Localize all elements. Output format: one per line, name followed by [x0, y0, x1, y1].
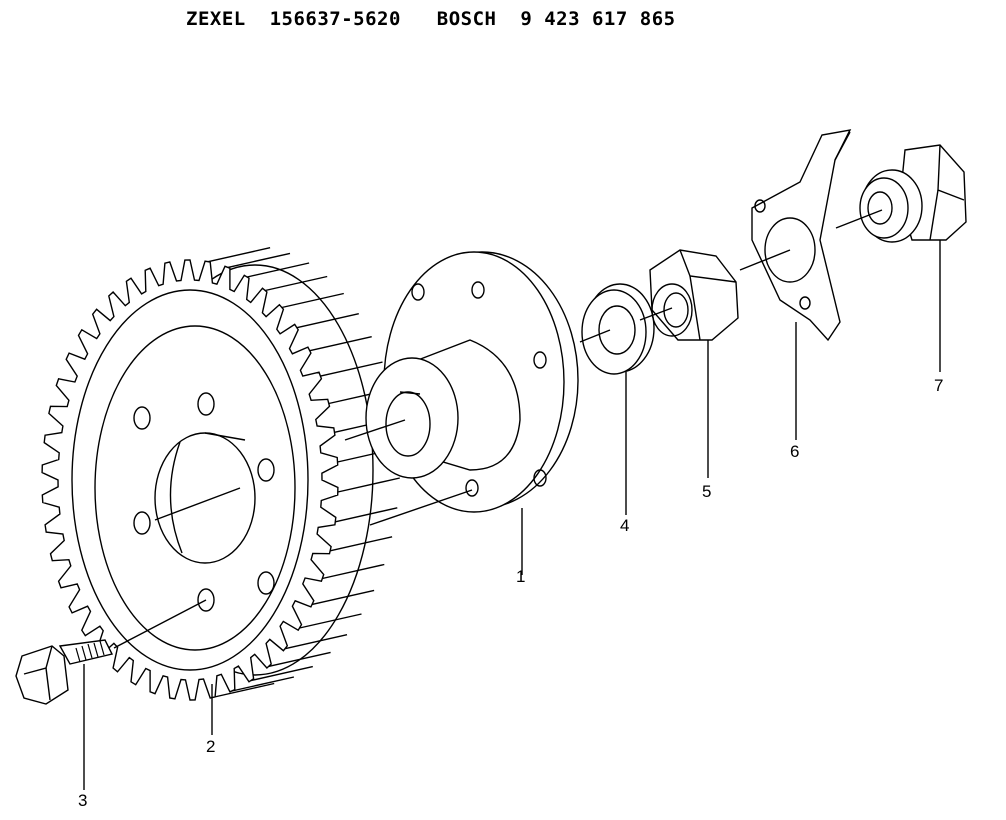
hub-flange-icon: [365, 251, 579, 513]
brand-zexel: ZEXEL: [186, 8, 246, 30]
gear-tooth-flank: [250, 665, 313, 682]
hex-nut-icon: [649, 249, 739, 341]
gear-tooth-flank: [207, 247, 271, 263]
gear-tooth-flank: [246, 262, 310, 278]
callout-labels: 1 2 3 4 5 6 7: [78, 376, 943, 810]
brand-bosch: BOSCH: [436, 8, 497, 30]
gear-tooth-flank: [309, 336, 372, 352]
gear-tooth-flank: [227, 252, 291, 269]
gear-tooth-flank: [265, 275, 328, 292]
gear-tooth-flank: [337, 477, 400, 493]
gear-tooth-flank: [322, 563, 385, 580]
assembly-centerlines: [113, 209, 883, 649]
callout-1: 1: [516, 567, 525, 586]
bolt-icon: [15, 639, 114, 705]
drawing-title: ZEXEL 156637-5620 BOSCH 9 423 617 865: [186, 8, 676, 30]
callout-7: 7: [934, 376, 943, 395]
gear-tooth-flank: [231, 676, 295, 692]
gear-tooth-flank: [296, 313, 359, 329]
gear-tooth-flank: [311, 589, 375, 606]
callout-4: 4: [620, 516, 629, 535]
gear-tooth-flank: [212, 682, 275, 699]
plug-nut-icon: [859, 144, 967, 243]
gear-tooth-flank: [299, 613, 362, 629]
gear-tooth-flank: [335, 507, 398, 523]
lock-plate-icon: [751, 129, 852, 342]
gear-tooth-flank: [284, 634, 348, 650]
callout-6: 6: [790, 442, 799, 461]
helical-gear-icon: [41, 247, 400, 701]
leader-lines: [83, 240, 941, 790]
part-number-bosch: 9 423 617 865: [520, 8, 676, 30]
callout-3: 3: [78, 791, 87, 810]
gear-tooth-flank: [320, 361, 383, 377]
gear-tooth-flank: [281, 292, 344, 309]
callout-2: 2: [206, 737, 215, 756]
gear-tooth-flank: [268, 651, 331, 668]
gear-tooth-flank: [329, 536, 393, 552]
part-number-zexel: 156637-5620: [269, 8, 401, 30]
callout-5: 5: [702, 482, 711, 501]
washer-icon: [581, 283, 655, 375]
